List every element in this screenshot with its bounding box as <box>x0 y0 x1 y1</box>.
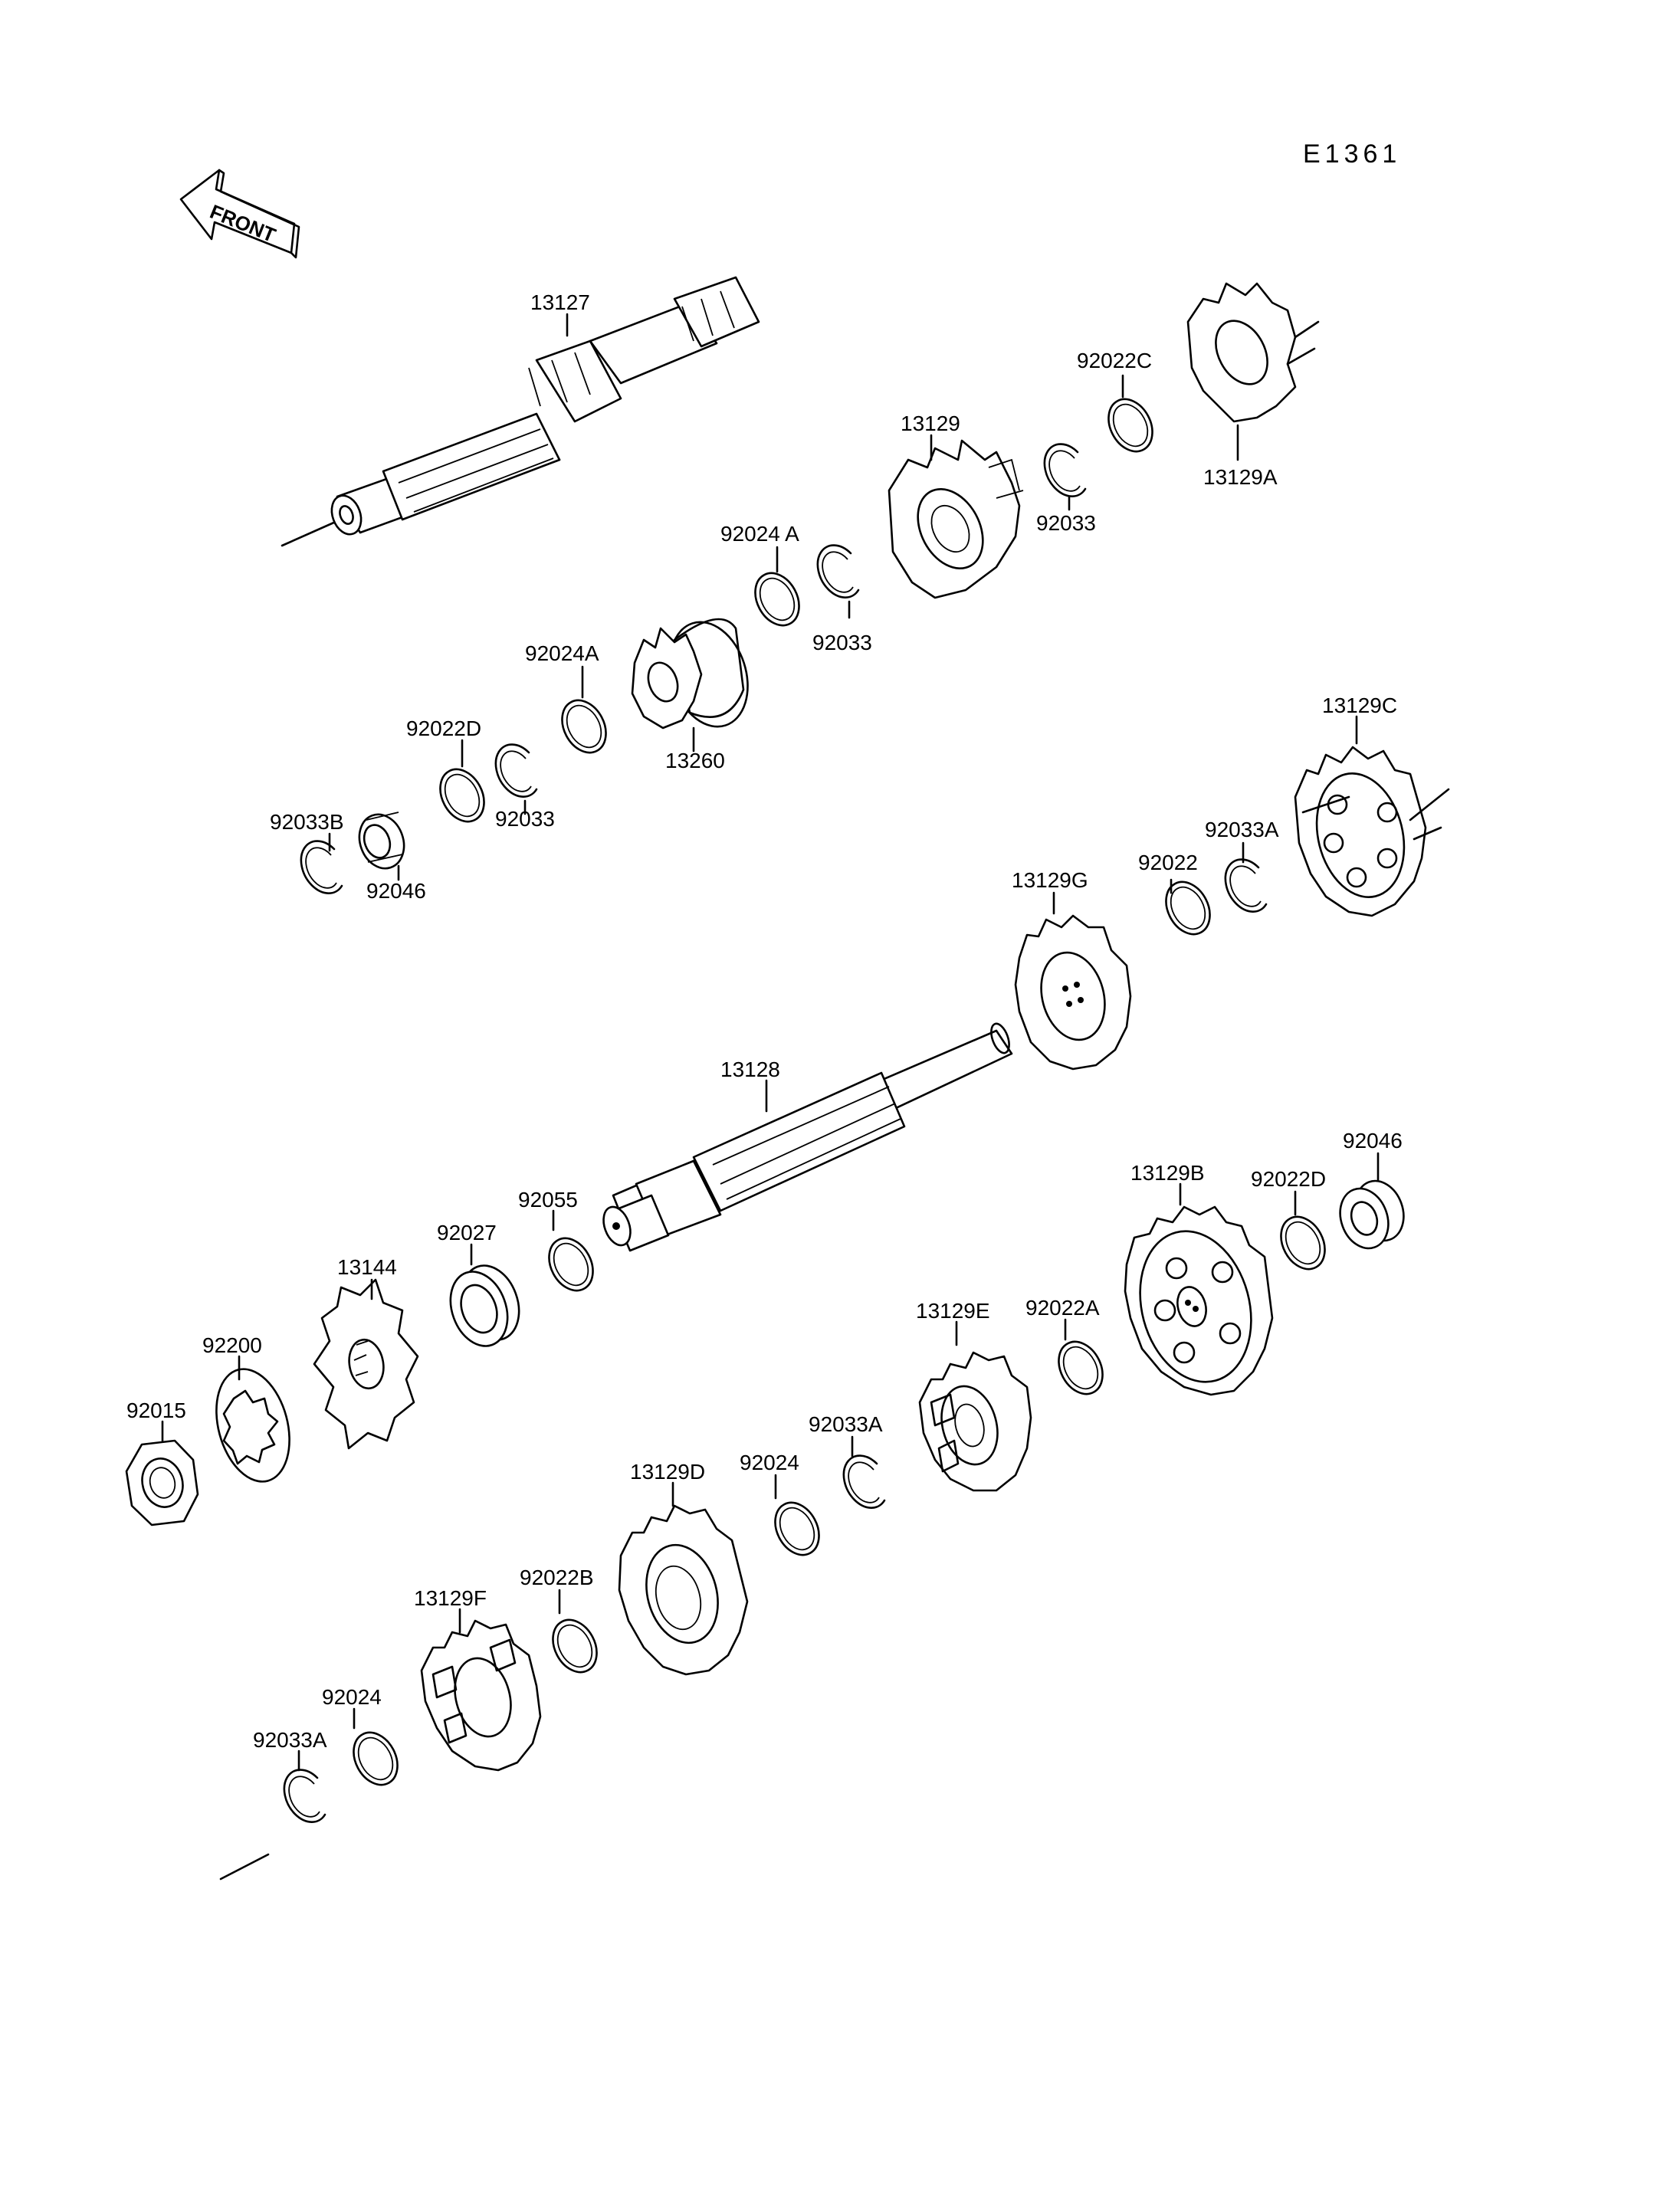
label-13129B: 13129B <box>1130 1161 1205 1185</box>
circlip-92033-3 <box>494 743 538 798</box>
diagram-code: E1361 <box>1303 139 1401 169</box>
needle-bearing-92046-1 <box>358 812 405 870</box>
washer-92024A-1 <box>745 564 809 635</box>
gear-13129E <box>918 1351 1032 1492</box>
countershaft-13127 <box>281 276 760 547</box>
label-92022C: 92022C <box>1077 349 1152 372</box>
axis-line-right <box>1301 795 1350 814</box>
washer-92022B <box>543 1611 607 1681</box>
label-13129C: 13129C <box>1322 694 1397 717</box>
label-92022D-2: 92022D <box>1251 1167 1326 1191</box>
washer-92022D-1 <box>430 760 494 831</box>
label-92055: 92055 <box>518 1188 578 1212</box>
label-13260: 13260 <box>665 749 725 772</box>
label-13129E: 13129E <box>916 1299 990 1323</box>
washer-92024-2 <box>343 1723 408 1794</box>
gear-13260 <box>631 618 749 730</box>
label-92015: 92015 <box>126 1399 186 1422</box>
label-13144: 13144 <box>337 1255 397 1279</box>
label-92024A-2: 92024A <box>525 641 599 665</box>
gear-13129G <box>1014 914 1132 1071</box>
label-13127: 13127 <box>530 290 590 314</box>
label-92027: 92027 <box>437 1221 497 1244</box>
washer-92022A <box>1048 1333 1113 1403</box>
circlip-92033B <box>300 840 343 894</box>
gear-13129B <box>1124 1205 1274 1396</box>
gear-13129 <box>888 439 1024 599</box>
label-13129F: 13129F <box>414 1586 487 1610</box>
label-92024-1: 92024 <box>740 1451 799 1474</box>
front-arrow-icon: FRONT <box>179 169 300 259</box>
label-13129A: 13129A <box>1203 465 1278 489</box>
label-92022: 92022 <box>1138 851 1198 874</box>
label-92033B: 92033B <box>270 810 344 834</box>
circlip-92033A-3 <box>283 1769 326 1823</box>
gear-13129D <box>618 1504 749 1676</box>
label-92022B: 92022B <box>520 1566 594 1589</box>
label-92024A-1: 92024 A <box>720 522 799 546</box>
label-92022A: 92022A <box>1025 1296 1100 1320</box>
label-92046-2: 92046 <box>1343 1129 1403 1153</box>
circlip-92033A-1 <box>1224 858 1268 913</box>
label-13128: 13128 <box>720 1058 780 1081</box>
nut-92015 <box>125 1439 199 1526</box>
label-92033-2: 92033 <box>812 631 872 654</box>
label-13129D: 13129D <box>630 1460 705 1484</box>
mainshaft-13128 <box>602 1022 1013 1252</box>
label-92033-1: 92033 <box>1036 511 1096 535</box>
circlip-92033-1 <box>1043 443 1087 497</box>
sprocket-13144 <box>313 1278 419 1450</box>
label-92024-2: 92024 <box>322 1685 382 1709</box>
needle-bearing-92046-2 <box>1339 1179 1405 1250</box>
label-92033-3: 92033 <box>495 807 555 831</box>
label-92033A-2: 92033A <box>809 1412 883 1436</box>
axis-line-lower <box>219 1853 270 1881</box>
circlip-92055 <box>539 1229 603 1300</box>
gear-13129F <box>420 1619 542 1772</box>
label-92200: 92200 <box>202 1333 262 1357</box>
label-92033A-3: 92033A <box>253 1728 327 1752</box>
washer-92022 <box>1156 873 1220 943</box>
circlip-92033-2 <box>816 544 860 598</box>
washer-92024A-2 <box>552 691 616 762</box>
washer-92022C <box>1098 390 1163 461</box>
collar-92027 <box>449 1264 520 1347</box>
gear-13129C <box>1294 746 1450 917</box>
washer-92022D-2 <box>1271 1208 1335 1278</box>
gear-13129A <box>1186 282 1320 423</box>
label-13129: 13129 <box>901 412 960 435</box>
label-92033A-1: 92033A <box>1205 818 1279 841</box>
circlip-92033A-2 <box>842 1454 886 1509</box>
label-92046-1: 92046 <box>366 879 426 903</box>
washer-92024-1 <box>765 1494 829 1564</box>
label-92022D-1: 92022D <box>406 716 481 740</box>
label-13129G: 13129G <box>1012 868 1088 892</box>
lockwasher-92200 <box>215 1368 290 1483</box>
